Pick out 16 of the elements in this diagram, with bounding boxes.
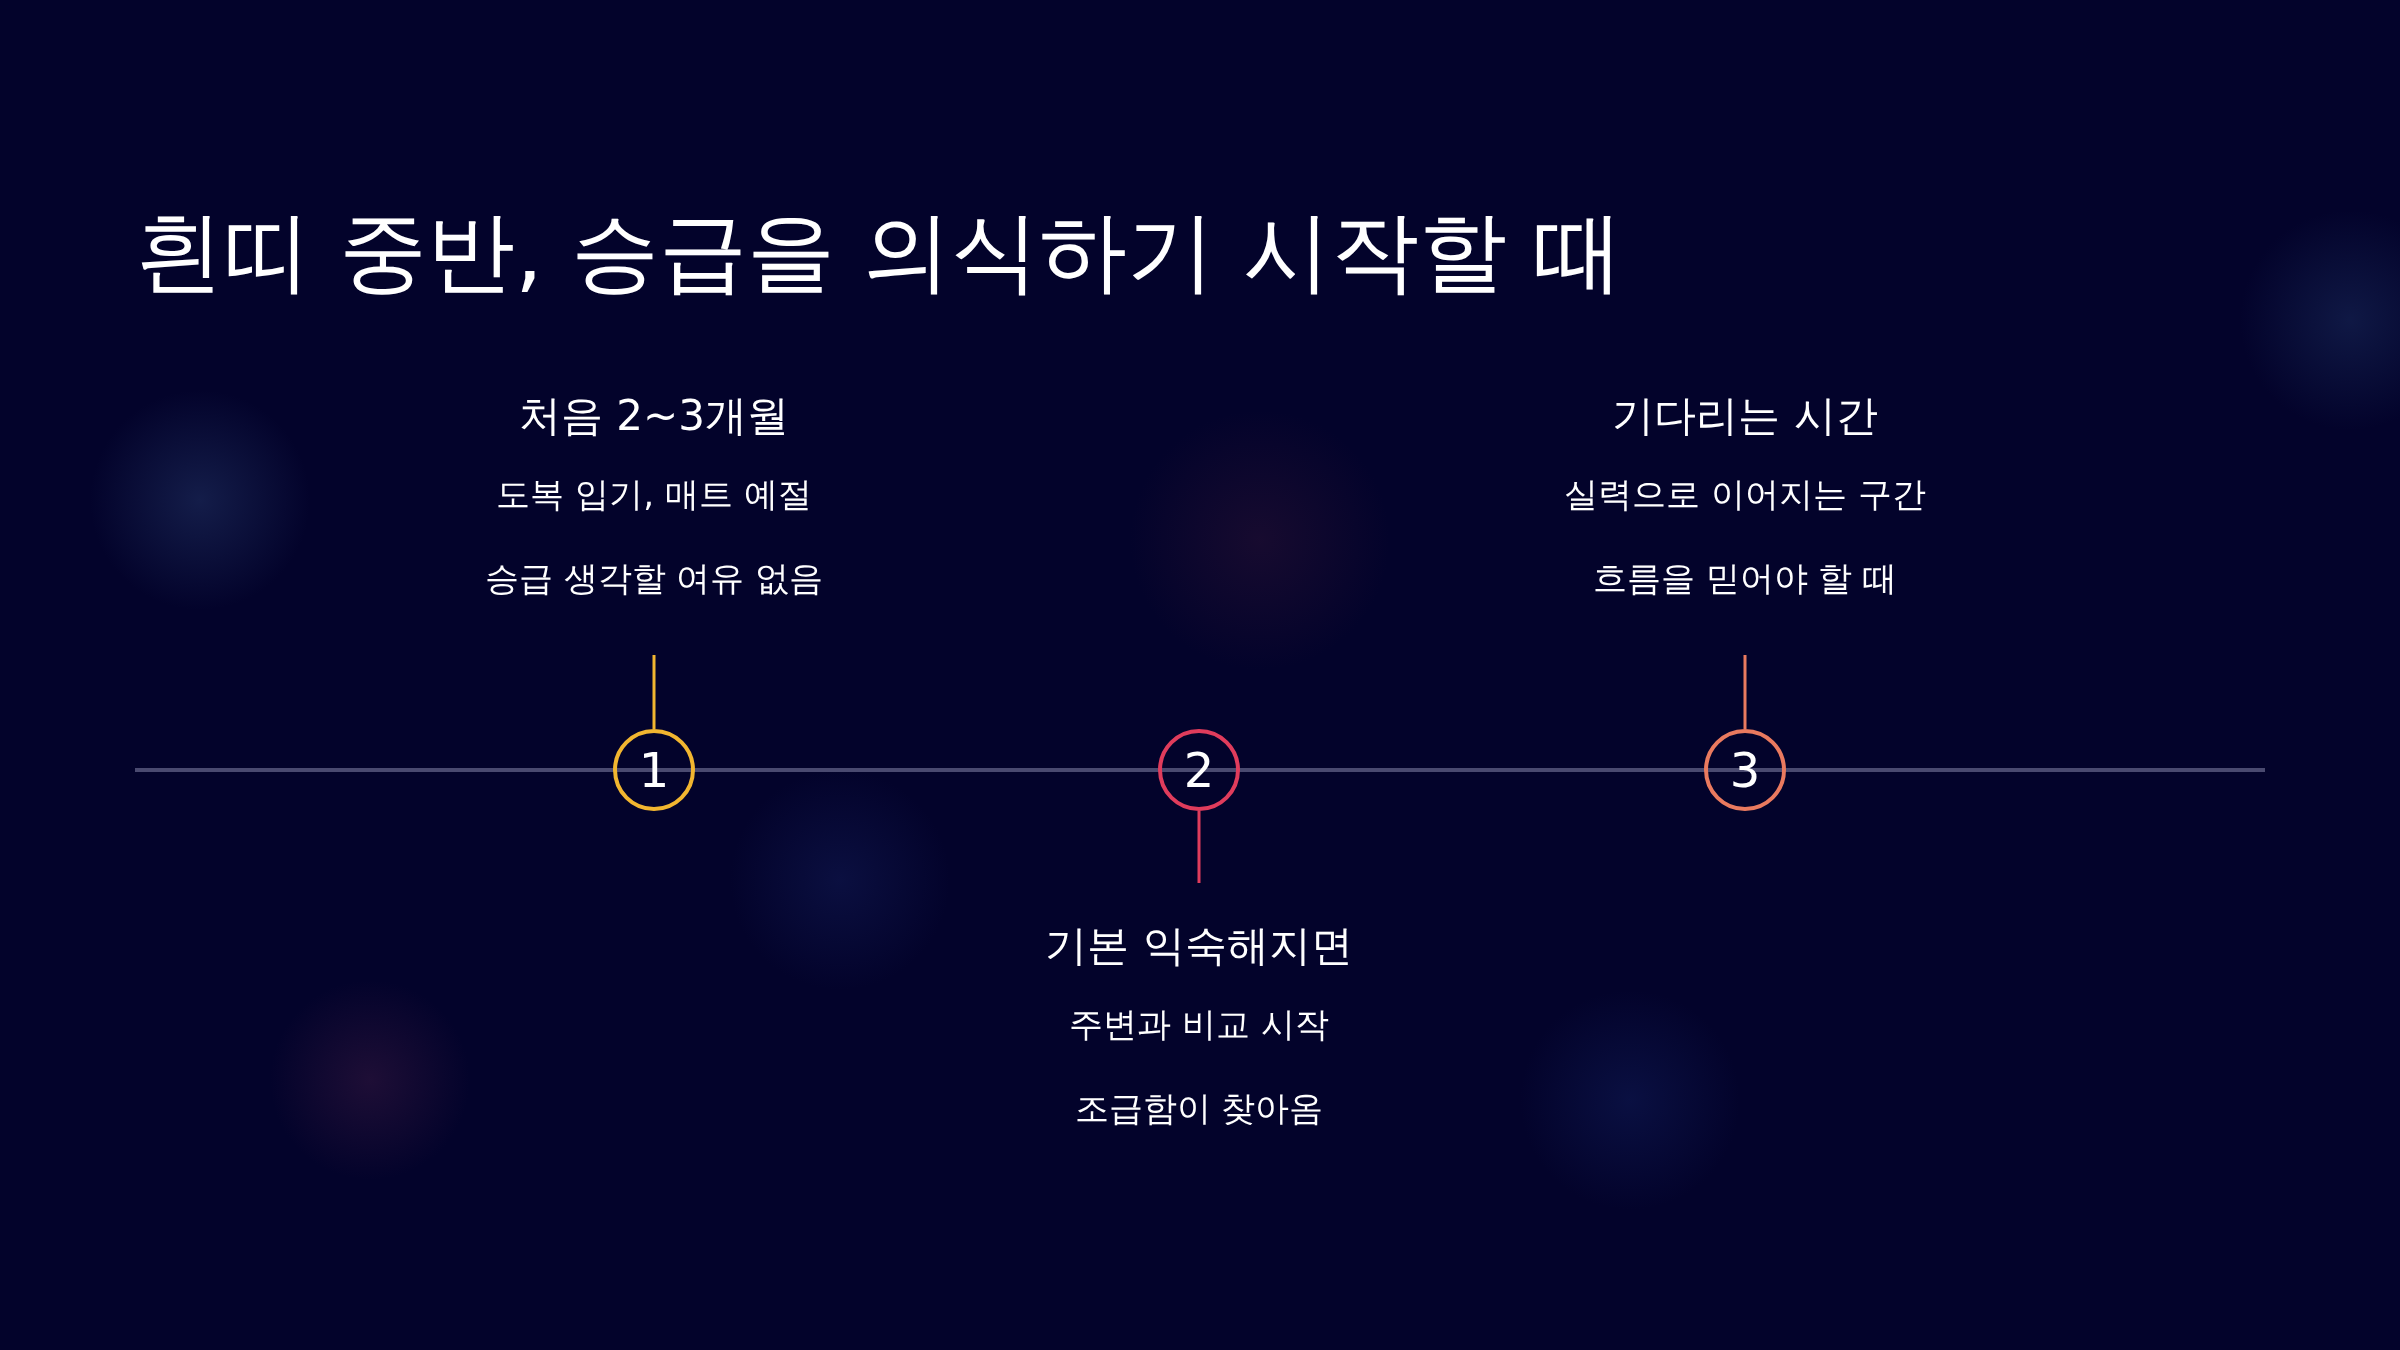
stage-note: 도복 입기, 매트 예절 xyxy=(495,473,813,516)
stage-note: 조급함이 찾아옴 xyxy=(1073,1087,1325,1130)
stage-heading: 기다리는 시간 xyxy=(1611,390,1879,442)
connector-line xyxy=(1743,655,1747,729)
step-circle: 2 xyxy=(1158,729,1240,811)
stage-note: 승급 생각할 여유 없음 xyxy=(483,557,825,600)
connector-line xyxy=(1197,811,1201,883)
step-circle: 1 xyxy=(613,729,695,811)
stage-heading: 처음 2~3개월 xyxy=(518,390,790,442)
stage-note: 흐름을 믿어야 할 때 xyxy=(1591,557,1899,600)
title: 흰띠 중반, 승급을 의식하기 시작할 때 xyxy=(135,200,1623,304)
connector-line xyxy=(652,655,656,729)
step-circle: 3 xyxy=(1704,729,1786,811)
stage-note: 실력으로 이어지는 구간 xyxy=(1563,473,1927,516)
stage-heading: 기본 익숙해지면 xyxy=(1044,920,1354,972)
stage-note: 주변과 비교 시작 xyxy=(1068,1003,1330,1046)
